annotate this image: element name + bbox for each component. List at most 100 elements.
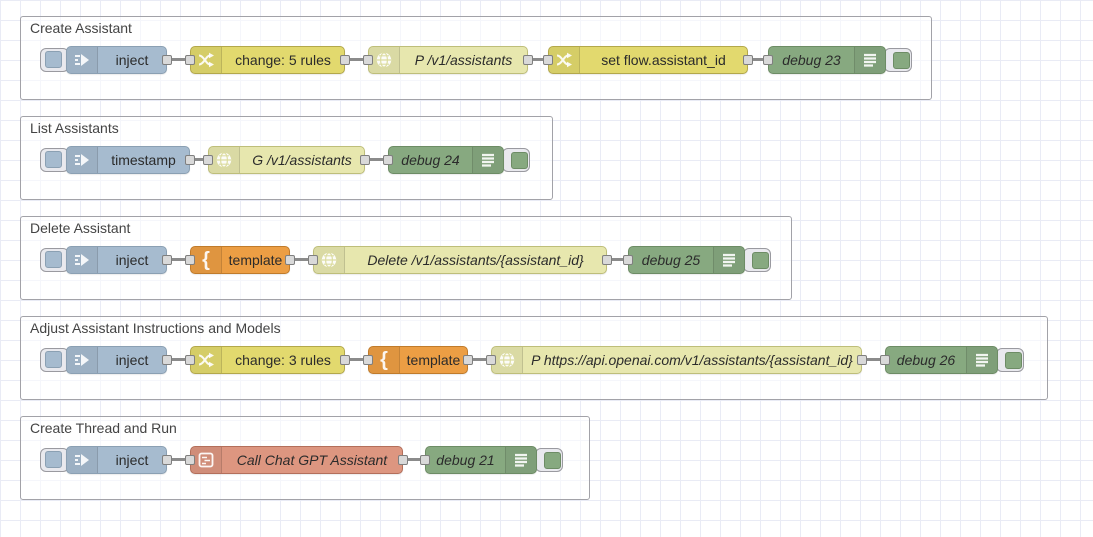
debug-toggle-pad[interactable] — [544, 452, 561, 469]
debug-toggle-button[interactable] — [743, 248, 771, 272]
output-port[interactable] — [463, 355, 473, 365]
node-label: debug 26 — [896, 352, 956, 368]
output-port[interactable] — [162, 55, 172, 65]
node-set-flow-assistant-id[interactable]: set flow.assistant_id — [548, 46, 748, 74]
output-port[interactable] — [523, 55, 533, 65]
wire[interactable] — [167, 358, 190, 361]
shuffle-icon — [191, 347, 222, 373]
node-debug-23[interactable]: debug 23 — [768, 46, 886, 74]
wire[interactable] — [345, 58, 368, 61]
input-port[interactable] — [185, 255, 195, 265]
node-inject[interactable]: inject — [66, 446, 167, 474]
output-port[interactable] — [857, 355, 867, 365]
output-port[interactable] — [340, 55, 350, 65]
output-port[interactable] — [602, 255, 612, 265]
inject-button[interactable] — [40, 448, 69, 472]
wire[interactable] — [190, 158, 208, 161]
node-inject[interactable]: inject — [66, 46, 167, 74]
node-template[interactable]: { template — [190, 246, 290, 274]
wire[interactable] — [290, 258, 313, 261]
node-inject[interactable]: inject — [66, 246, 167, 274]
inject-button[interactable] — [40, 48, 69, 72]
wire[interactable] — [167, 58, 190, 61]
node-http-delete-assistant[interactable]: Delete /v1/assistants/{assistant_id} — [313, 246, 607, 274]
node-debug-25[interactable]: debug 25 — [628, 246, 745, 274]
node-label: inject — [115, 252, 149, 268]
wire[interactable] — [365, 158, 388, 161]
input-port[interactable] — [203, 155, 213, 165]
input-port[interactable] — [543, 55, 553, 65]
node-label: debug 25 — [641, 252, 701, 268]
node-change-3-rules[interactable]: change: 3 rules — [190, 346, 345, 374]
inject-button-pad[interactable] — [45, 251, 62, 268]
input-port[interactable] — [880, 355, 890, 365]
inject-arrow-icon — [67, 447, 98, 473]
inject-button[interactable] — [40, 148, 69, 172]
node-inject[interactable]: inject — [66, 346, 167, 374]
debug-toggle-pad[interactable] — [752, 252, 769, 269]
input-port[interactable] — [363, 55, 373, 65]
node-label: template — [406, 352, 461, 368]
node-label: debug 23 — [782, 52, 841, 68]
globe-icon — [369, 47, 400, 73]
debug-toggle-button[interactable] — [502, 148, 530, 172]
inject-button[interactable] — [40, 248, 69, 272]
node-call-chat-gpt-assistant[interactable]: Call Chat GPT Assistant — [190, 446, 403, 474]
input-port[interactable] — [420, 455, 430, 465]
node-http-get-assistants[interactable]: G /v1/assistants — [208, 146, 365, 174]
inject-button-pad[interactable] — [45, 51, 62, 68]
input-port[interactable] — [363, 355, 373, 365]
node-http-post-assistants[interactable]: P /v1/assistants — [368, 46, 528, 74]
wire[interactable] — [403, 458, 425, 461]
output-port[interactable] — [185, 155, 195, 165]
output-port[interactable] — [162, 455, 172, 465]
output-port[interactable] — [398, 455, 408, 465]
node-change-5-rules[interactable]: change: 5 rules — [190, 46, 345, 74]
debug-toggle-pad[interactable] — [893, 52, 910, 69]
template-brace-icon: { — [191, 247, 222, 273]
debug-toggle-button[interactable] — [996, 348, 1024, 372]
output-port[interactable] — [340, 355, 350, 365]
inject-button-pad[interactable] — [45, 451, 62, 468]
output-port[interactable] — [162, 255, 172, 265]
wire[interactable] — [748, 58, 768, 61]
group-label: Adjust Assistant Instructions and Models — [30, 320, 281, 336]
input-port[interactable] — [185, 355, 195, 365]
input-port[interactable] — [308, 255, 318, 265]
wire[interactable] — [167, 458, 190, 461]
node-timestamp[interactable]: timestamp — [66, 146, 190, 174]
node-debug-24[interactable]: debug 24 — [388, 146, 504, 174]
input-port[interactable] — [383, 155, 393, 165]
output-port[interactable] — [360, 155, 370, 165]
inject-arrow-icon — [67, 47, 98, 73]
globe-icon — [314, 247, 345, 273]
wire[interactable] — [528, 58, 548, 61]
output-port[interactable] — [743, 55, 753, 65]
input-port[interactable] — [185, 55, 195, 65]
wire[interactable] — [345, 358, 368, 361]
output-port[interactable] — [162, 355, 172, 365]
debug-toggle-button[interactable] — [884, 48, 912, 72]
node-template[interactable]: { template — [368, 346, 468, 374]
input-port[interactable] — [486, 355, 496, 365]
node-http-post-openai-assistant[interactable]: P https://api.openai.com/v1/assistants/{… — [491, 346, 862, 374]
wire[interactable] — [607, 258, 628, 261]
input-port[interactable] — [763, 55, 773, 65]
wire[interactable] — [468, 358, 491, 361]
output-port[interactable] — [285, 255, 295, 265]
node-label: P https://api.openai.com/v1/assistants/{… — [531, 352, 853, 368]
inject-button-pad[interactable] — [45, 151, 62, 168]
inject-button[interactable] — [40, 348, 69, 372]
node-label: Delete /v1/assistants/{assistant_id} — [367, 252, 584, 268]
debug-toggle-button[interactable] — [535, 448, 563, 472]
node-debug-26[interactable]: debug 26 — [885, 346, 998, 374]
debug-toggle-pad[interactable] — [511, 152, 528, 169]
debug-toggle-pad[interactable] — [1005, 352, 1022, 369]
input-port[interactable] — [185, 455, 195, 465]
input-port[interactable] — [623, 255, 633, 265]
wire[interactable] — [862, 358, 885, 361]
node-debug-21[interactable]: debug 21 — [425, 446, 537, 474]
wire[interactable] — [167, 258, 190, 261]
inject-button-pad[interactable] — [45, 351, 62, 368]
